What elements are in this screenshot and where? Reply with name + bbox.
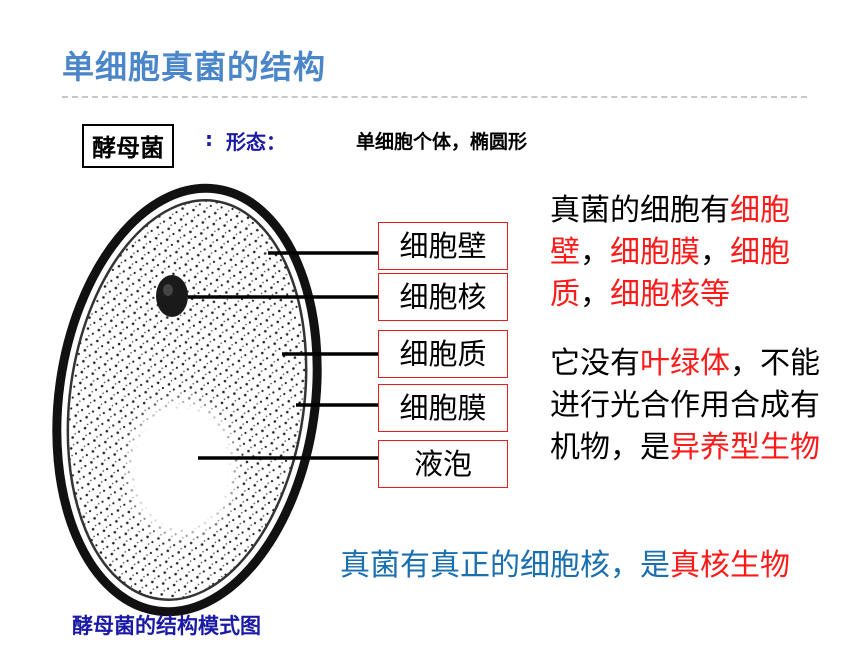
eukaryote-note: 真菌有真正的细胞核，是真核生物 xyxy=(340,548,790,583)
form-label: 形态： xyxy=(226,130,286,154)
vacuole-shape xyxy=(120,390,244,546)
form-value: 单细胞个体，椭圆形 xyxy=(356,131,528,153)
label-vacuole: 液泡 xyxy=(378,440,508,488)
label-cell-wall: 细胞壁 xyxy=(378,222,508,270)
label-cell-membrane: 细胞膜 xyxy=(378,384,508,432)
nutrition-description: 它没有叶绿体，不能进行光合作用合成有机物，是异养型生物 xyxy=(550,346,820,465)
slide-title: 单细胞真菌的结构 xyxy=(62,48,327,86)
title-divider xyxy=(62,96,807,98)
label-nucleus: 细胞核 xyxy=(378,273,508,321)
nucleus-shape xyxy=(156,275,188,317)
organism-separator: : xyxy=(205,127,213,151)
organism-name-box: 酵母菌 xyxy=(82,124,174,168)
label-cytoplasm: 细胞质 xyxy=(378,330,508,378)
figure-caption: 酵母菌的结构模式图 xyxy=(72,614,261,638)
cell-structure-description: 真菌的细胞有细胞壁，细胞膜，细胞质，细胞核等 xyxy=(550,193,790,312)
